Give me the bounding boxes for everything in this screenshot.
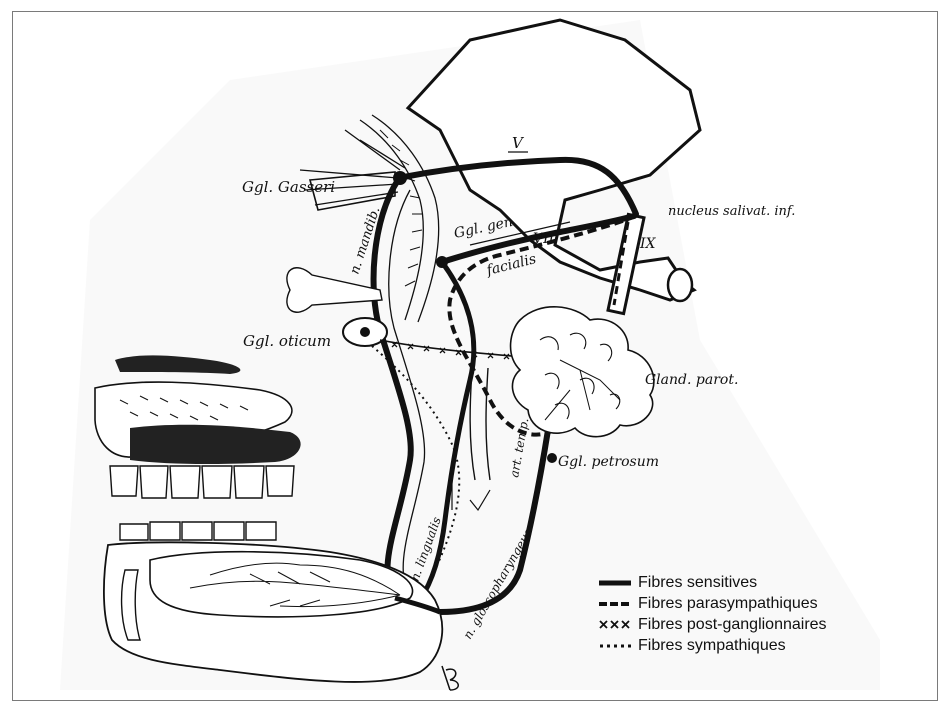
lower-teeth [120, 522, 276, 540]
palate-dark [130, 425, 301, 464]
label-ggl-gasseri: Ggl. Gasseri [242, 178, 335, 196]
label-nucleus-salivat: nucleus salivat. inf. [668, 204, 795, 219]
ggl-oticum-core [360, 327, 370, 337]
legend-label: Fibres sensitives [638, 574, 757, 592]
ggl-gasseri-node [393, 171, 407, 185]
label-ggl-petrosum: Ggl. petrosum [558, 454, 659, 470]
legend-solid-line-icon [598, 576, 632, 590]
legend-cross-marks-icon [598, 618, 632, 632]
legend-label: Fibres post-ganglionnaires [638, 616, 827, 634]
legend: Fibres sensitives Fibres parasympathique… [598, 572, 918, 656]
label-ix: IX [639, 236, 657, 252]
label-ggl-oticum: Ggl. oticum [243, 332, 331, 350]
ggl-petrosum-node [547, 453, 557, 463]
legend-item-sympathiques: Fibres sympathiques [598, 635, 918, 656]
legend-item-post-ganglionnaires: Fibres post-ganglionnaires [598, 614, 918, 635]
legend-label: Fibres sympathiques [638, 637, 786, 655]
legend-label: Fibres parasympathiques [638, 595, 818, 613]
legend-item-sensitives: Fibres sensitives [598, 572, 918, 593]
brainstem-cut-section [668, 269, 692, 301]
label-vii: VII [533, 231, 555, 247]
label-gland-parot: Gland. parot. [645, 372, 738, 388]
legend-dashed-line-icon [598, 597, 632, 611]
legend-dotted-line-icon [598, 639, 632, 653]
legend-item-parasympathiques: Fibres parasympathiques [598, 593, 918, 614]
